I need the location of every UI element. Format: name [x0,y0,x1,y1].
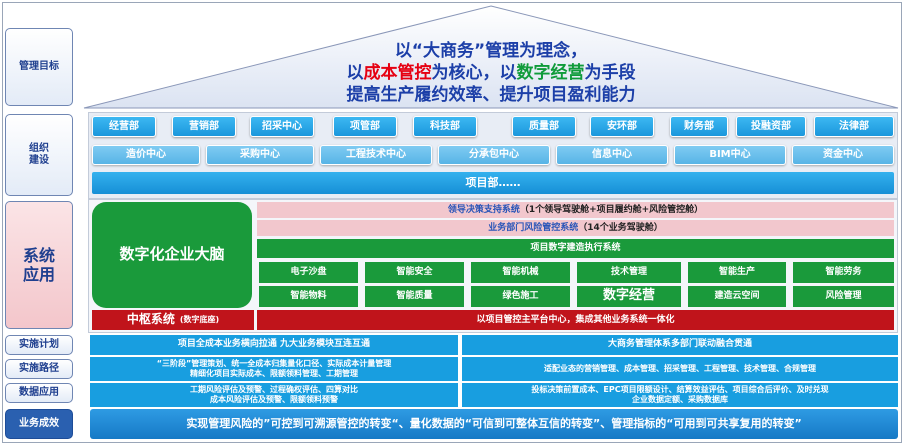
roof-line-1: 以“大商务”管理为理念， [394,41,588,61]
path-right: 适配业态的营销管理、成本管理、招采管理、工程管理、技术管理、合规管理 [462,357,898,381]
side-label-data: 数据应用 [5,383,73,403]
center-button: 工程技术中心 [320,145,432,165]
center-button: BIM中心 [674,145,786,165]
side-label-org: 组织 建设 [5,114,73,196]
smart-module: 技术管理 [577,262,681,283]
smart-module: 智能生产 [688,262,786,283]
smart-module: 风险管理 [793,286,894,307]
dept-button: 科技部 [413,116,477,137]
center-button: 信息中心 [556,145,668,165]
side-label-goal: 管理目标 [5,28,73,106]
path-left: “三阶段”管理策划、统一全成本归集量化口径、实际成本计量管理 精细化项目实际成本… [90,357,458,381]
dept-button: 项管部 [333,116,397,137]
smart-module: 智能劳务 [793,262,894,283]
smart-module: 电子沙盘 [259,262,358,283]
center-button: 造价中心 [92,145,200,165]
smart-module: 绿色施工 [471,286,570,307]
smart-module: 智能安全 [365,262,464,283]
dept-button: 财务部 [670,116,728,137]
side-label-plan: 实施计划 [5,335,73,355]
smart-module: 智能机械 [471,262,570,283]
cost-control-highlight: 成本管控 [363,63,432,83]
construction-execution-system: 项目数字建造执行系统 [257,239,894,258]
business-result-bar: 实现管理风险的”可控到可溯源管控的转变“、量化数据的“可信到可整体互信的转变”、… [90,409,898,439]
department-risk-system: 业务部门风险管控系统（14个业务驾驶舱） [257,220,894,236]
dept-button: 法律部 [814,116,894,137]
smart-module: 建造云空间 [688,286,786,307]
dept-button: 经营部 [92,116,156,137]
hub-integration-bar: 以项目管控主平台中心，集成其他业务系统一体化 [257,310,894,330]
data-left: 工期风险评估及预警、过程确权评估、四算对比 成本风险评估及预警、限额领料预警 [90,383,458,407]
dept-button: 招采中心 [250,116,314,137]
data-right: 投标决策前置成本、EPC项目限额设计、结算效益评估、项目综合后评价、及时兑现 企… [462,383,898,407]
dept-button: 安环部 [590,116,654,137]
center-button: 分承包中心 [438,145,550,165]
side-label-system: 系统 应用 [5,201,73,329]
roof-line-2: 以成本管控为核心，以数字经营为手段 [346,63,636,83]
roof-title: 以“大商务”管理为理念， 以成本管控为核心，以数字经营为手段 提高生产履约效率、… [80,40,902,106]
plan-right: 大商务管理体系多部门联动融合贯通 [462,335,898,355]
center-button: 资金中心 [792,145,894,165]
dept-button: 质量部 [512,116,576,137]
smart-module: 智能物料 [259,286,358,307]
decision-support-system: 领导决策支持系统（1个领导驾驶舱+项目履约舱+风险管控舱） [257,202,894,218]
smart-module: 智能质量 [365,286,464,307]
hub-system: 中枢系统(数字底座) [92,310,254,330]
dept-button: 投融资部 [736,116,806,137]
project-department-bar: 项目部…… [92,172,894,194]
side-label-result: 业务成效 [5,409,73,439]
dept-button: 营销部 [172,116,236,137]
center-button: 采购中心 [206,145,314,165]
smart-module-digital-operation: 数字经营 [577,286,681,307]
roof-line-3: 提高生产履约效率、提升项目盈利能力 [346,85,636,105]
digital-operation-highlight: 数字经营 [516,63,585,83]
plan-left: 项目全成本业务横向拉通 九大业务模块互连互通 [90,335,458,355]
side-label-path: 实施路径 [5,359,73,379]
digital-enterprise-brain: 数字化企业大脑 [92,202,252,308]
roof-triangle [83,5,899,109]
